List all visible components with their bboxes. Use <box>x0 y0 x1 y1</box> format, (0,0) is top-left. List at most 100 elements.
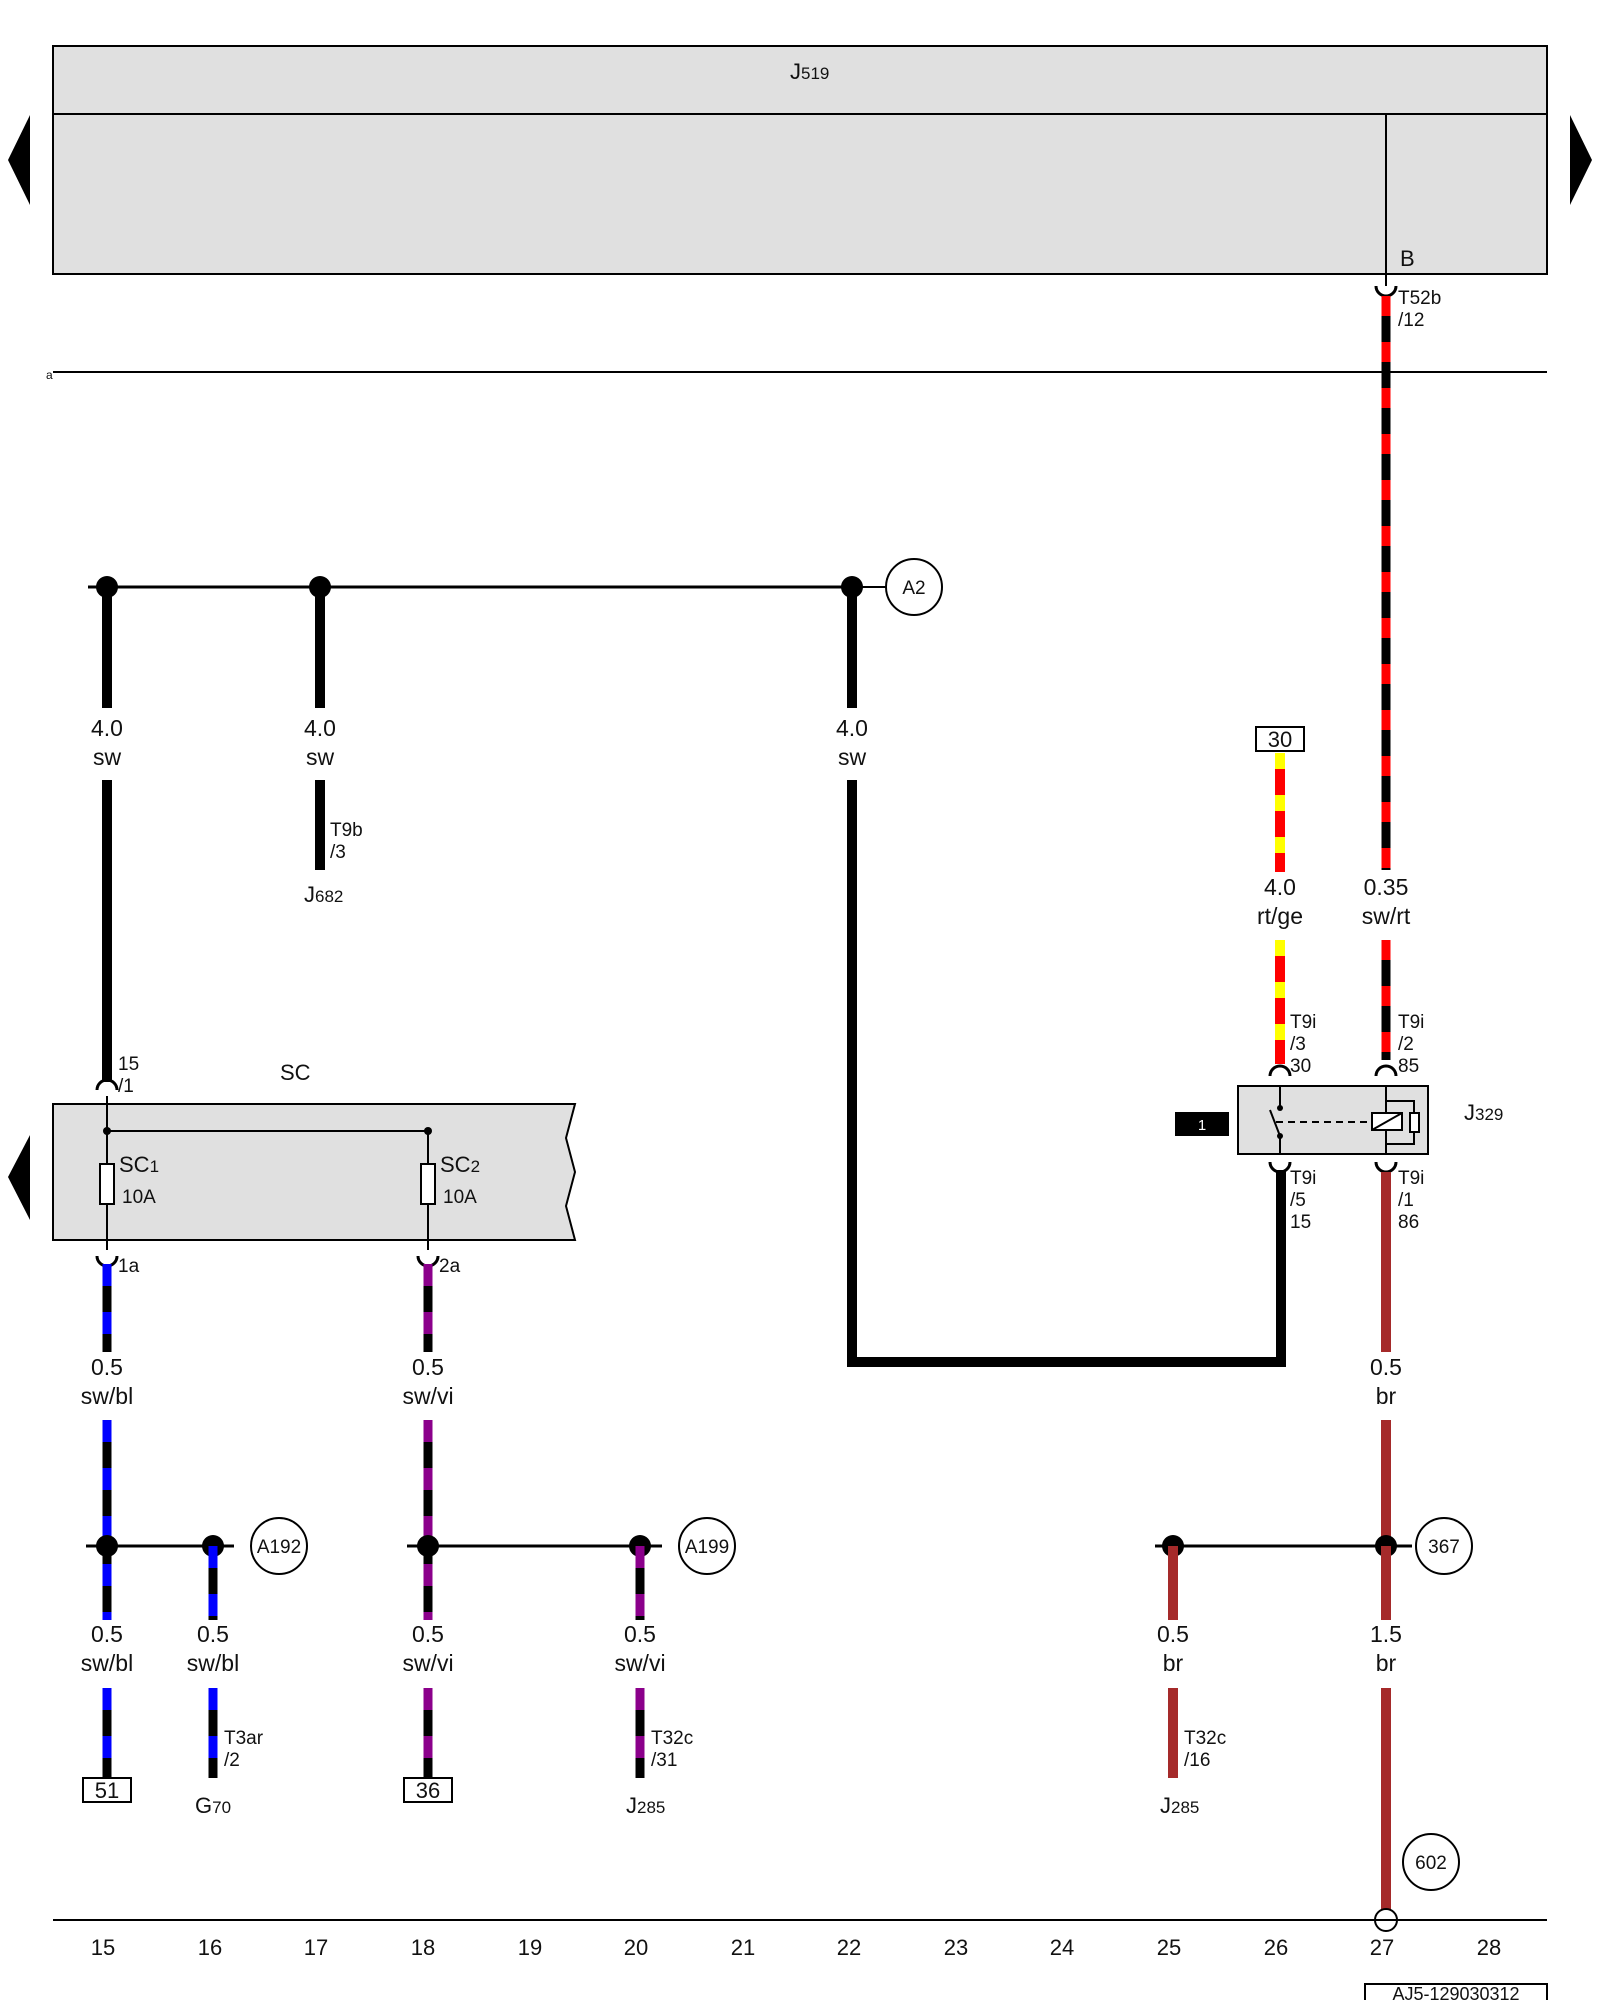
relay-resistor <box>1409 1112 1420 1133</box>
t9i2-pin-number: /2 <box>1398 1034 1414 1055</box>
t9i2-terminal: 85 <box>1398 1056 1419 1077</box>
wire-w6-color: sw/bl <box>81 1383 133 1409</box>
t9i1-connector <box>1374 1161 1398 1174</box>
wire-w13-color: br <box>1163 1650 1184 1676</box>
sc1-output-pin: 1a <box>118 1256 140 1277</box>
terminal-30 <box>1255 726 1305 752</box>
t9b-pin-number: /3 <box>330 842 346 863</box>
column-number: 23 <box>944 1935 968 1960</box>
doc-id-box <box>1364 1983 1548 2000</box>
t32c16-pin-label: T32c <box>1184 1728 1226 1749</box>
column-number: 25 <box>1157 1935 1181 1960</box>
t32c16-pin-number: /16 <box>1184 1750 1210 1771</box>
connection-a2 <box>885 558 943 616</box>
relay-tag-label: 1 <box>1198 1117 1206 1134</box>
t9i5-terminal: 15 <box>1290 1212 1311 1233</box>
prev-page-arrow-icon[interactable] <box>8 115 30 205</box>
wire-w7-size: 0.5 <box>412 1354 444 1380</box>
t52b-connector <box>1374 285 1398 298</box>
column-number: 16 <box>198 1935 222 1960</box>
column-number: 22 <box>837 1935 861 1960</box>
wire-w13-size: 0.5 <box>1157 1621 1189 1647</box>
fuse-sc1-label: SC1 <box>119 1152 159 1177</box>
terminal-36 <box>403 1777 453 1803</box>
next-page-arrow-icon[interactable] <box>1570 115 1592 205</box>
label-a: a <box>46 368 53 382</box>
j285-label-1: J285 <box>626 1793 665 1818</box>
wire-w14-color: br <box>1376 1650 1397 1676</box>
wire-w3-size: 4.0 <box>836 715 868 741</box>
relay-tag-box <box>1175 1112 1229 1136</box>
t9i5-connector <box>1268 1161 1292 1174</box>
t9i3-terminal: 30 <box>1290 1056 1311 1077</box>
column-number: 27 <box>1370 1935 1394 1960</box>
wire-w8-color: br <box>1376 1383 1397 1409</box>
relay-coil-diagonal <box>1371 1112 1403 1131</box>
t3ar-pin-label: T3ar <box>224 1728 264 1749</box>
t9i1-pin-label: T9i <box>1398 1168 1424 1189</box>
t52b-pin-number: /12 <box>1398 310 1424 331</box>
column-number: 26 <box>1264 1935 1288 1960</box>
fuse-sc2-label: SC2 <box>440 1152 480 1177</box>
wire-w6-size: 0.5 <box>91 1354 123 1380</box>
connection-602 <box>1402 1833 1460 1891</box>
wire-w8-size: 0.5 <box>1370 1354 1402 1380</box>
j519-body <box>52 113 1548 275</box>
j285-label-2: J285 <box>1160 1793 1199 1818</box>
connection-a192-label: A192 <box>257 1537 301 1558</box>
t9i1-terminal: 86 <box>1398 1212 1419 1233</box>
wire-w9-size: 0.5 <box>91 1621 123 1647</box>
sc-input-pin-number: /1 <box>118 1076 134 1097</box>
t9i1-pin-number: /1 <box>1398 1190 1414 1211</box>
t52b-pin-label: T52b <box>1398 288 1441 309</box>
splice-a199-1 <box>417 1535 439 1557</box>
fuse-sc1-rating: 10A <box>122 1187 156 1208</box>
sc2-output-pin: 2a <box>439 1256 461 1277</box>
doc-id: AJ5-129030312 <box>1392 1984 1519 2000</box>
connection-a2-label: A2 <box>902 578 925 599</box>
fuse-sc2-icon <box>420 1163 436 1205</box>
wire-w14-size: 1.5 <box>1370 1621 1402 1647</box>
sc-fuse-box <box>52 1103 577 1241</box>
wire-w12-color: sw/vi <box>614 1650 665 1676</box>
wire-w5-size: 0.35 <box>1364 874 1409 900</box>
relay-j329-label: J329 <box>1464 1100 1503 1125</box>
wire-w3-lower <box>847 780 1286 1367</box>
sc-input-pin: 15 <box>118 1054 139 1075</box>
sc-label: SC <box>280 1060 311 1085</box>
t32c31-pin-number: /31 <box>651 1750 677 1771</box>
j519-title-bar <box>52 45 1548 115</box>
g70-label: G70 <box>195 1793 231 1818</box>
fuse-sc2-rating: 10A <box>443 1187 477 1208</box>
column-number: 19 <box>518 1935 542 1960</box>
wire-w4-color: rt/ge <box>1257 903 1303 929</box>
wire-w11-color: sw/vi <box>402 1650 453 1676</box>
wire-w11-size: 0.5 <box>412 1621 444 1647</box>
connection-a199 <box>678 1517 736 1575</box>
column-number: 18 <box>411 1935 435 1960</box>
fuse-sc1-icon <box>99 1163 115 1205</box>
column-number: 24 <box>1050 1935 1074 1960</box>
connection-a192 <box>250 1517 308 1575</box>
connection-367 <box>1415 1517 1473 1575</box>
wire-w5-color: sw/rt <box>1362 903 1411 929</box>
terminal-36-label: 36 <box>416 1778 440 1803</box>
t9i5-pin-number: /5 <box>1290 1190 1306 1211</box>
t3ar-pin-number: /2 <box>224 1750 240 1771</box>
relay-switch-blade <box>1269 1109 1281 1137</box>
wire-w2-color: sw <box>306 744 335 770</box>
connection-367-label: 367 <box>1428 1537 1460 1558</box>
relay-contact-top <box>1277 1105 1283 1111</box>
column-numbers: 15 16 17 18 19 20 21 22 23 24 25 26 27 2… <box>91 1935 1501 1960</box>
terminal-30-label: 30 <box>1268 727 1292 752</box>
t9b-pin-label: T9b <box>330 820 363 841</box>
terminal-51 <box>82 1777 132 1803</box>
t9i2-connector <box>1374 1064 1398 1077</box>
wire-w4-size: 4.0 <box>1264 874 1296 900</box>
t9i2-pin-label: T9i <box>1398 1012 1424 1033</box>
t9i5-pin-label: T9i <box>1290 1168 1316 1189</box>
j682-label: J682 <box>304 882 343 907</box>
t9i3-pin-number: /3 <box>1290 1034 1306 1055</box>
connection-602-label: 602 <box>1415 1853 1447 1874</box>
prev-page-arrow-icon-lower[interactable] <box>8 1135 30 1220</box>
